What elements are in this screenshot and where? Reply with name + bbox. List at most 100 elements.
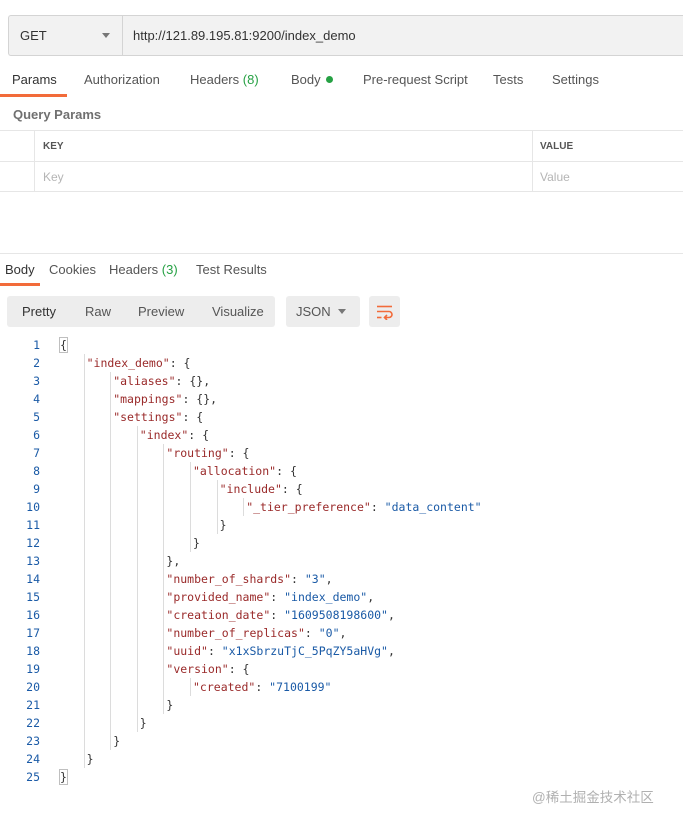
key-input[interactable]: Key xyxy=(35,162,533,192)
wrap-lines-button[interactable] xyxy=(369,296,400,327)
line-number: 13 xyxy=(26,554,40,568)
body-indicator-dot xyxy=(325,76,333,83)
response-tab-body[interactable]: Body xyxy=(5,262,35,277)
format-select[interactable]: JSON xyxy=(286,296,360,327)
indent-guide xyxy=(190,462,191,552)
json-punctuation: , xyxy=(367,590,375,604)
code-text: "aliases": {}, xyxy=(113,372,210,390)
code-text: }, xyxy=(166,552,180,570)
json-string: "1609508198600" xyxy=(284,608,388,622)
json-punctuation: } xyxy=(86,752,94,766)
json-punctuation: : xyxy=(270,608,285,622)
code-line: 16"creation_date": "1609508198600", xyxy=(0,606,683,624)
json-punctuation: : {}, xyxy=(182,392,218,406)
code-text: "_tier_preference": "data_content" xyxy=(246,498,481,516)
line-number: 5 xyxy=(33,410,40,424)
line-number: 14 xyxy=(26,572,40,586)
view-raw-button[interactable]: Raw xyxy=(85,304,112,319)
line-number: 3 xyxy=(33,374,40,388)
json-punctuation: : { xyxy=(281,482,303,496)
wrap-lines-icon xyxy=(376,305,393,320)
response-tab-headers-label: Headers xyxy=(109,262,159,277)
code-text: } xyxy=(87,750,94,768)
code-line: 25} xyxy=(0,768,683,786)
code-line: 1{ xyxy=(0,336,683,354)
json-string: "index_demo" xyxy=(284,590,368,604)
chevron-down-icon xyxy=(338,309,346,314)
code-line: 12} xyxy=(0,534,683,552)
line-number: 23 xyxy=(26,734,40,748)
view-pretty-button[interactable]: Pretty xyxy=(22,304,56,319)
tab-settings-label: Settings xyxy=(552,72,599,87)
params-header-row: KEY VALUE xyxy=(0,130,683,161)
params-checkbox-column xyxy=(0,131,35,161)
code-text: } xyxy=(193,534,200,552)
tab-pre-request-script[interactable]: Pre-request Script xyxy=(363,72,468,87)
response-tab-test-results[interactable]: Test Results xyxy=(196,262,267,277)
line-number: 1 xyxy=(33,338,40,352)
json-string: "data_content" xyxy=(384,500,482,514)
code-text: "created": "7100199" xyxy=(193,678,331,696)
line-number: 17 xyxy=(26,626,40,640)
json-punctuation: }, xyxy=(166,554,181,568)
url-input[interactable]: http://121.89.195.81:9200/index_demo xyxy=(123,16,683,55)
line-number: 21 xyxy=(26,698,40,712)
json-key: "settings" xyxy=(113,410,183,424)
json-key: "creation_date" xyxy=(166,608,271,622)
code-line: 19"version": { xyxy=(0,660,683,678)
line-number: 10 xyxy=(26,500,40,514)
tab-body[interactable]: Body xyxy=(291,72,333,87)
response-tab-headers[interactable]: Headers (3) xyxy=(109,262,178,277)
code-line: 6"index": { xyxy=(0,426,683,444)
code-text: "version": { xyxy=(166,660,249,678)
response-headers-count-badge: (3) xyxy=(161,262,178,277)
line-number: 9 xyxy=(33,482,40,496)
code-text: "number_of_replicas": "0", xyxy=(166,624,346,642)
line-number: 2 xyxy=(33,356,40,370)
json-string: "x1xSbrzuTjC_5PqZY5aHVg" xyxy=(221,644,388,658)
json-punctuation: : { xyxy=(182,410,204,424)
code-line: 10 "_tier_preference": "data_content" xyxy=(0,498,683,516)
code-text: "index_demo": { xyxy=(87,354,191,372)
json-punctuation: , xyxy=(325,572,333,586)
json-punctuation: } xyxy=(113,734,121,748)
indent-guide xyxy=(83,354,85,768)
indent-guide xyxy=(190,678,191,696)
code-line: 5 "settings": { xyxy=(0,408,683,426)
method-select[interactable]: GET xyxy=(9,16,123,55)
json-punctuation: : { xyxy=(169,356,191,370)
line-number: 15 xyxy=(26,590,40,604)
code-text: "allocation": { xyxy=(193,462,297,480)
tab-tests-label: Tests xyxy=(493,72,524,87)
json-string: "7100199" xyxy=(269,680,332,694)
tab-settings[interactable]: Settings xyxy=(552,72,599,87)
view-visualize-button[interactable]: Visualize xyxy=(212,304,264,319)
json-key: "number_of_replicas" xyxy=(166,626,305,640)
json-key: "include" xyxy=(219,482,282,496)
view-preview-button[interactable]: Preview xyxy=(138,304,185,319)
json-punctuation: : { xyxy=(276,464,297,478)
json-key: "index_demo" xyxy=(86,356,170,370)
chevron-down-icon xyxy=(102,33,110,38)
code-line: 3 "aliases": {}, xyxy=(0,372,683,390)
tab-tests[interactable]: Tests xyxy=(493,72,523,87)
json-punctuation: : xyxy=(291,572,305,586)
value-input[interactable]: Value xyxy=(540,170,570,184)
line-number: 7 xyxy=(33,446,40,460)
tab-authorization-label: Authorization xyxy=(84,72,160,87)
indent-guide xyxy=(216,480,218,534)
code-line: 15"provided_name": "index_demo", xyxy=(0,588,683,606)
code-line: 23} xyxy=(0,732,683,750)
tab-authorization[interactable]: Authorization xyxy=(84,72,160,87)
json-punctuation: : xyxy=(270,590,285,604)
json-key: "index" xyxy=(139,428,189,442)
tab-headers-label: Headers xyxy=(190,72,240,87)
indent-guide xyxy=(110,372,112,750)
code-line: 8"allocation": { xyxy=(0,462,683,480)
code-text: "routing": { xyxy=(166,444,249,462)
tab-headers[interactable]: Headers (8) xyxy=(190,72,259,87)
json-key: "created" xyxy=(193,680,256,694)
json-key: "_tier_preference" xyxy=(246,500,371,514)
response-tab-cookies[interactable]: Cookies xyxy=(49,262,96,277)
tab-params[interactable]: Params xyxy=(12,72,57,87)
